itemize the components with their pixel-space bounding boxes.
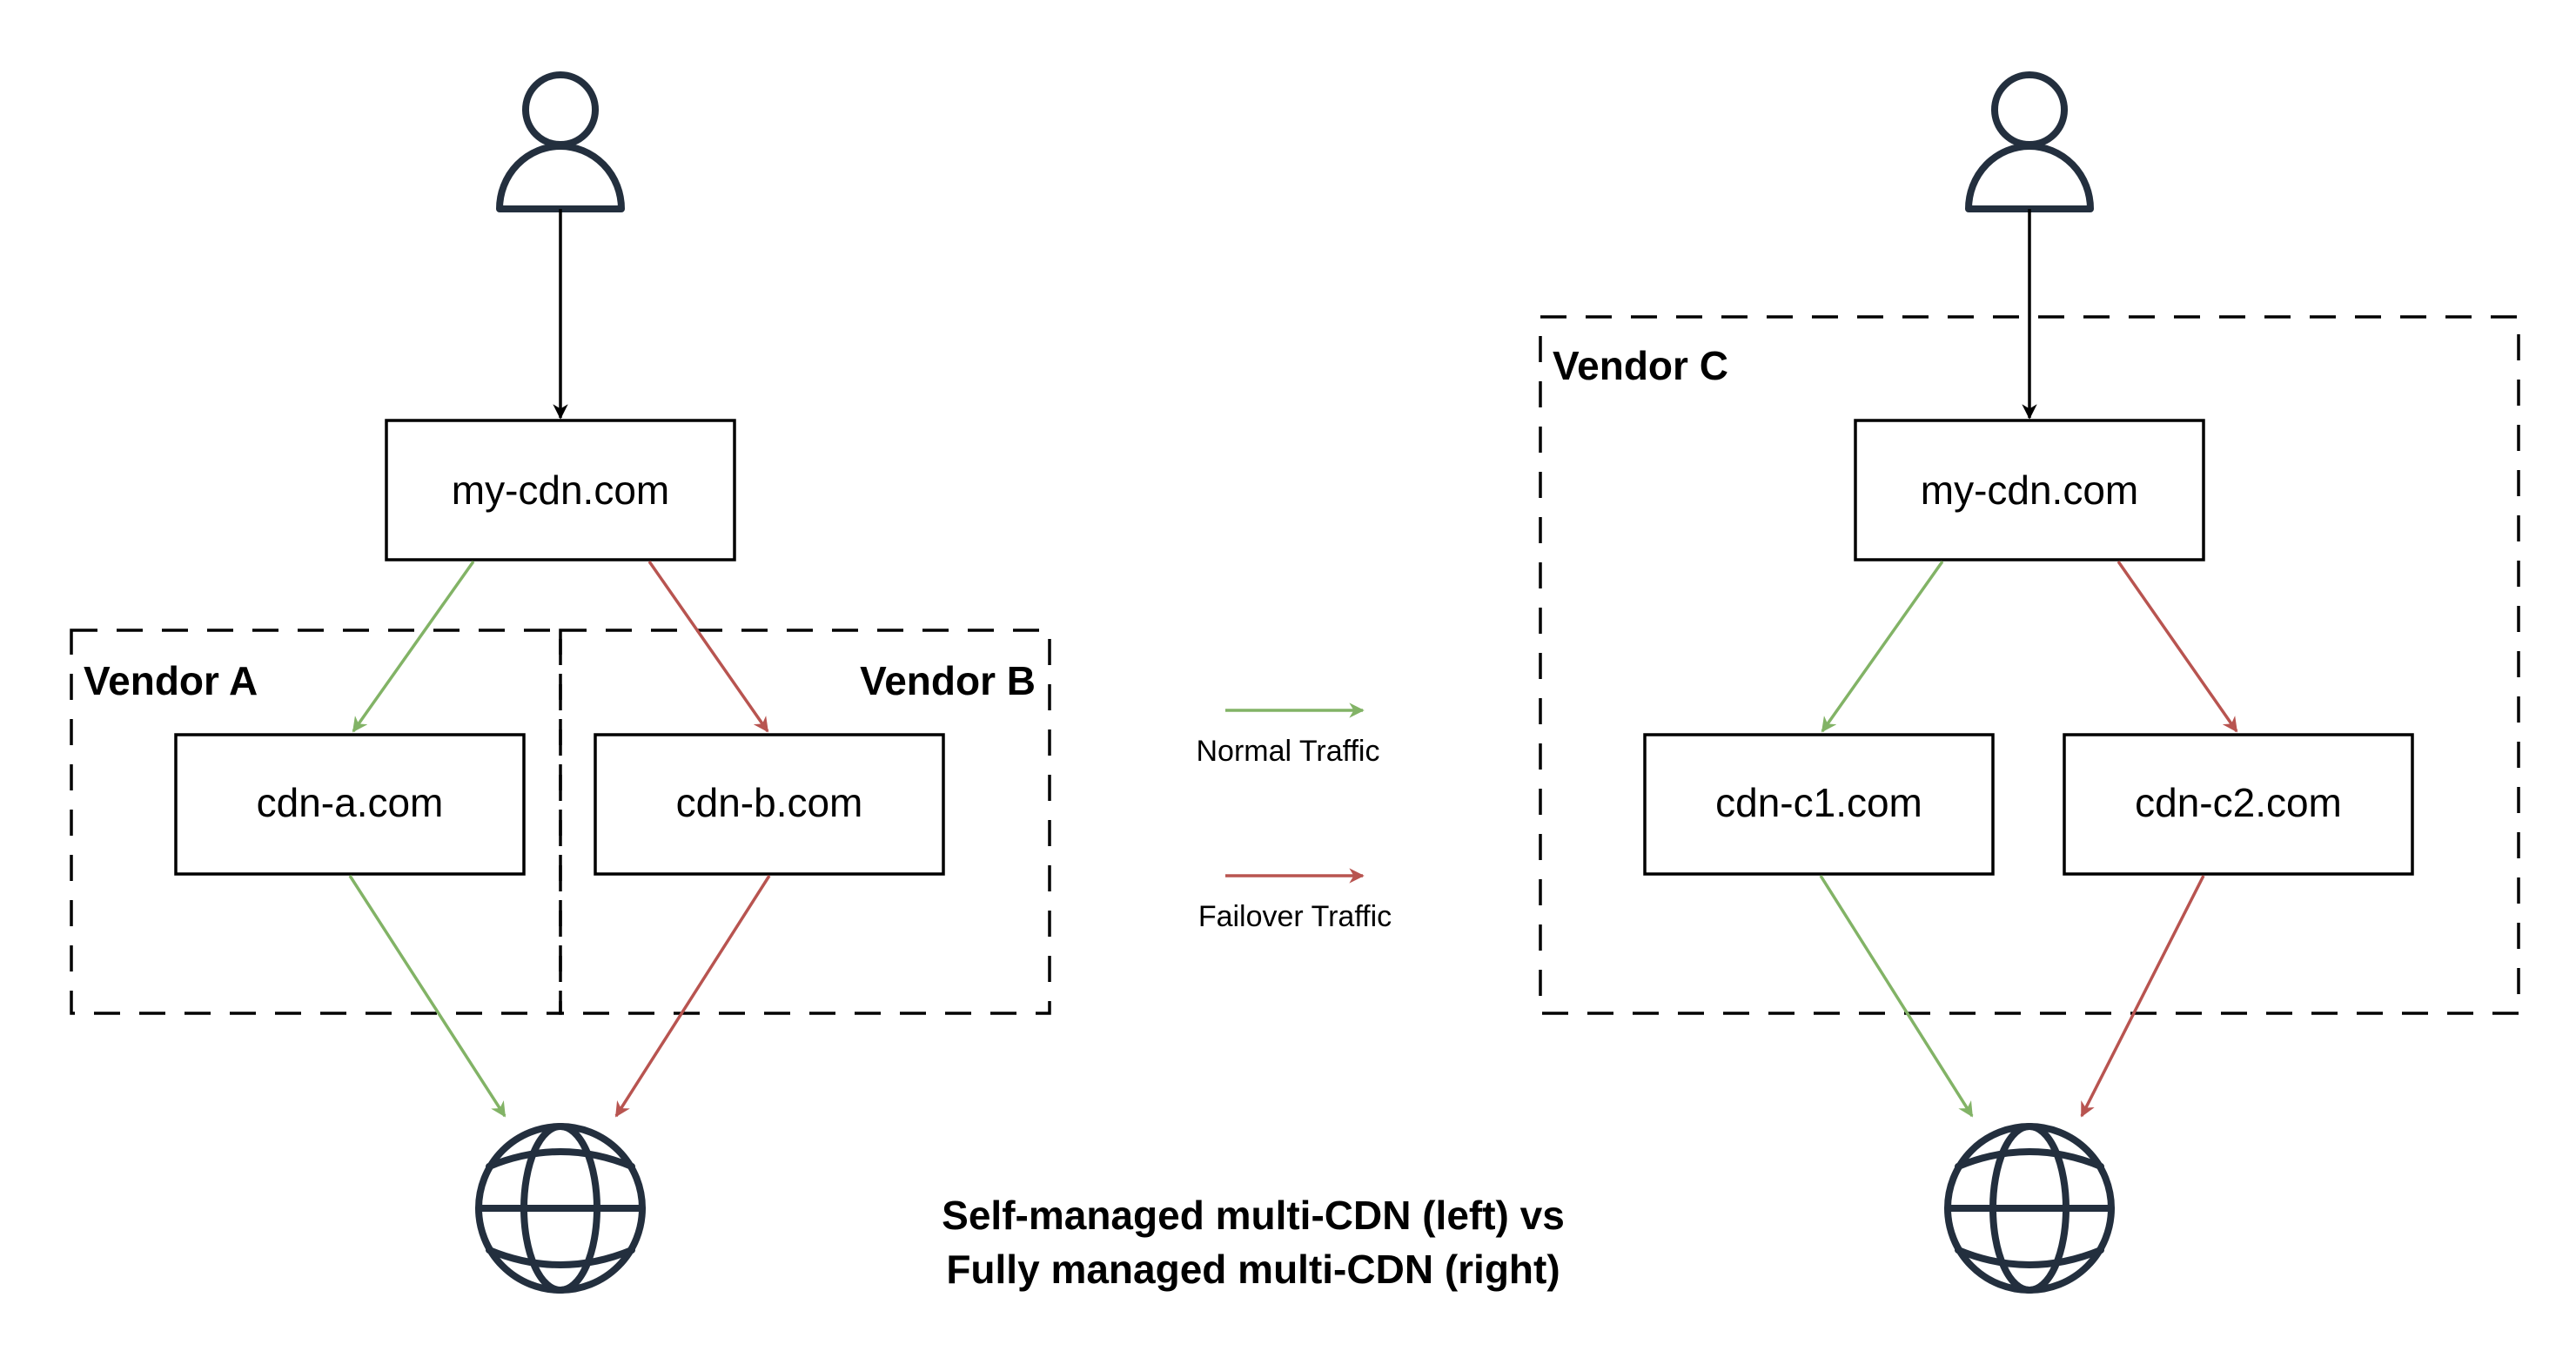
caption: Self-managed multi-CDN (left) vs Fully m… — [942, 1193, 1565, 1292]
vendor-a-label: Vendor A — [84, 658, 258, 703]
right-diagram: Vendor C my-cdn.com cdn-c1.com cdn-c2.co… — [1539, 71, 2520, 1294]
edge-cdn-a-to-internet-normal — [348, 875, 506, 1118]
user-icon — [1965, 71, 2094, 212]
cdn-c2-node: cdn-c2.com — [2063, 733, 2414, 876]
left-diagram: Vendor A Vendor B my-cdn.com cdn-a.com c… — [70, 71, 1051, 1294]
cdn-c1-label: cdn-c1.com — [1715, 780, 1922, 825]
edge-cdn-c2-to-internet-failover — [2080, 875, 2205, 1118]
globe-icon — [475, 1123, 646, 1294]
entry-node-right-label: my-cdn.com — [1921, 467, 2138, 513]
legend-failover-label: Failover Traffic — [1198, 900, 1392, 933]
vendor-c-label: Vendor C — [1553, 343, 1728, 388]
entry-node-right: my-cdn.com — [1854, 419, 2205, 561]
cdn-c2-label: cdn-c2.com — [2135, 780, 2342, 825]
vendor-b-group — [559, 629, 1051, 1015]
edge-entry-to-cdn-a-normal — [352, 560, 475, 733]
edge-cdn-c1-to-internet-normal — [1819, 875, 1974, 1118]
entry-node-left: my-cdn.com — [385, 419, 736, 561]
user-icon — [496, 71, 625, 212]
globe-icon — [1944, 1123, 2115, 1294]
edge-cdn-b-to-internet-failover — [614, 875, 771, 1118]
edge-entry-to-cdn-b-failover — [647, 560, 769, 733]
edge-entry-to-cdn-c1-normal — [1821, 560, 1944, 733]
entry-node-left-label: my-cdn.com — [452, 467, 669, 513]
vendor-c-group — [1539, 315, 2520, 1015]
cdn-a-label: cdn-a.com — [257, 780, 444, 825]
legend: Normal Traffic Failover Traffic — [1197, 703, 1392, 933]
cdn-a-node: cdn-a.com — [174, 733, 526, 876]
legend-normal-label: Normal Traffic — [1197, 735, 1380, 768]
caption-line-2: Fully managed multi-CDN (right) — [946, 1247, 1560, 1292]
caption-line-1: Self-managed multi-CDN (left) vs — [942, 1193, 1565, 1238]
vendor-b-label: Vendor B — [860, 658, 1036, 703]
edge-entry-to-cdn-c2-failover — [2116, 560, 2238, 733]
cdn-c1-node: cdn-c1.com — [1643, 733, 1995, 876]
cdn-b-node: cdn-b.com — [594, 733, 945, 876]
cdn-b-label: cdn-b.com — [676, 780, 863, 825]
